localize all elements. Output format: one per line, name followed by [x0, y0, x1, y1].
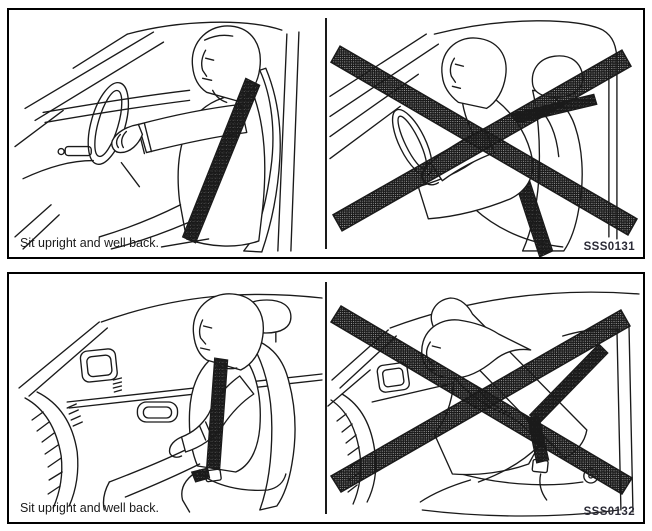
- panel-divider: [325, 282, 327, 514]
- prohibited-x-icon: [329, 45, 639, 236]
- figure-driver-incorrect: SSS0131: [326, 10, 643, 257]
- belt-buckle: [204, 468, 222, 483]
- figure-panel-sss0131: Sit upright and well back.: [7, 8, 645, 259]
- figure-passenger-incorrect: SSS0132: [326, 274, 643, 522]
- figure-code: SSS0131: [583, 241, 635, 253]
- illustration-passenger-reclined: [327, 291, 640, 517]
- figure-caption: Sit upright and well back.: [20, 501, 159, 515]
- belt-buckle: [531, 458, 549, 474]
- figure-caption: Sit upright and well back.: [20, 236, 159, 250]
- side-mirror: [376, 362, 410, 393]
- illustration-driver-upright: [14, 21, 300, 253]
- figure-panel-sss0132: Sit upright and well back.: [7, 272, 645, 524]
- illustration-driver-leaning-forward: [329, 20, 639, 257]
- prohibited-x-icon: [329, 304, 634, 496]
- seat-belt-band: [181, 77, 261, 244]
- side-mirror: [79, 348, 118, 383]
- panel-divider: [325, 18, 327, 249]
- figure-driver-correct: Sit upright and well back.: [9, 10, 326, 257]
- figure-code: SSS0132: [583, 506, 635, 518]
- figure-passenger-correct: Sit upright and well back.: [9, 274, 326, 522]
- illustration-passenger-upright: [18, 293, 323, 513]
